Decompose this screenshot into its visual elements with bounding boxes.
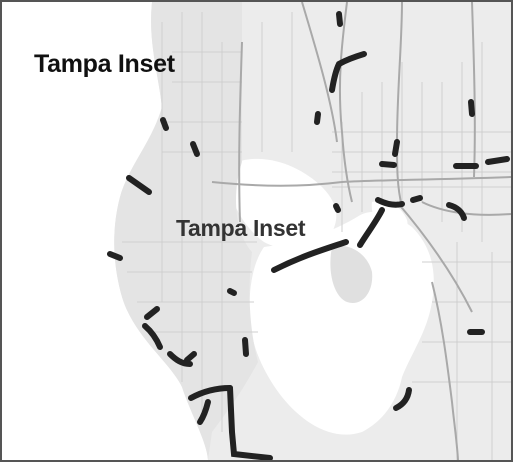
highlighted-road-segment xyxy=(184,351,197,363)
highlighted-road-segment xyxy=(188,385,233,401)
highlighted-road-segment xyxy=(468,99,475,117)
highlighted-road-segment xyxy=(271,239,349,273)
highlighted-road-segment xyxy=(167,351,193,367)
highlighted-road-segment xyxy=(375,197,405,208)
highlighted-road-segment xyxy=(242,337,249,357)
highlighted-road-segment xyxy=(336,11,343,27)
highlighted-road-segment xyxy=(392,139,400,157)
tampa-bay xyxy=(249,211,434,435)
highlighted-road-segment xyxy=(446,202,467,221)
map-center-label: Tampa Inset xyxy=(176,215,306,241)
highlighted-road-segment xyxy=(126,175,152,195)
highlighted-road-segment xyxy=(197,399,211,425)
minor-roads xyxy=(122,12,511,460)
highlighted-road-segment xyxy=(190,141,200,157)
highlighted-road-segment xyxy=(410,195,423,203)
highlighted-road-segment xyxy=(142,323,163,350)
interbay-peninsula xyxy=(330,245,373,303)
highlighted-road-segment xyxy=(329,51,367,93)
highlighted-road-segment xyxy=(144,306,160,320)
highlighted-road-segment xyxy=(314,111,321,125)
highlighted-road-segment xyxy=(160,117,169,131)
highlighted-road-segment xyxy=(333,203,341,213)
old-tampa-bay xyxy=(229,158,337,249)
highlighted-road-segments xyxy=(107,11,510,460)
map-title: Tampa Inset xyxy=(34,50,175,78)
highlighted-road-segment xyxy=(379,161,397,168)
gulf-water xyxy=(2,2,208,460)
highlighted-road-segment xyxy=(227,385,273,460)
highlighted-road-segment xyxy=(107,251,123,261)
highlighted-road-segment xyxy=(393,387,412,411)
major-roads xyxy=(211,2,511,460)
highlighted-road-segment xyxy=(357,207,385,248)
highlighted-road-segment xyxy=(485,156,510,165)
highlighted-road-segment xyxy=(227,288,237,296)
